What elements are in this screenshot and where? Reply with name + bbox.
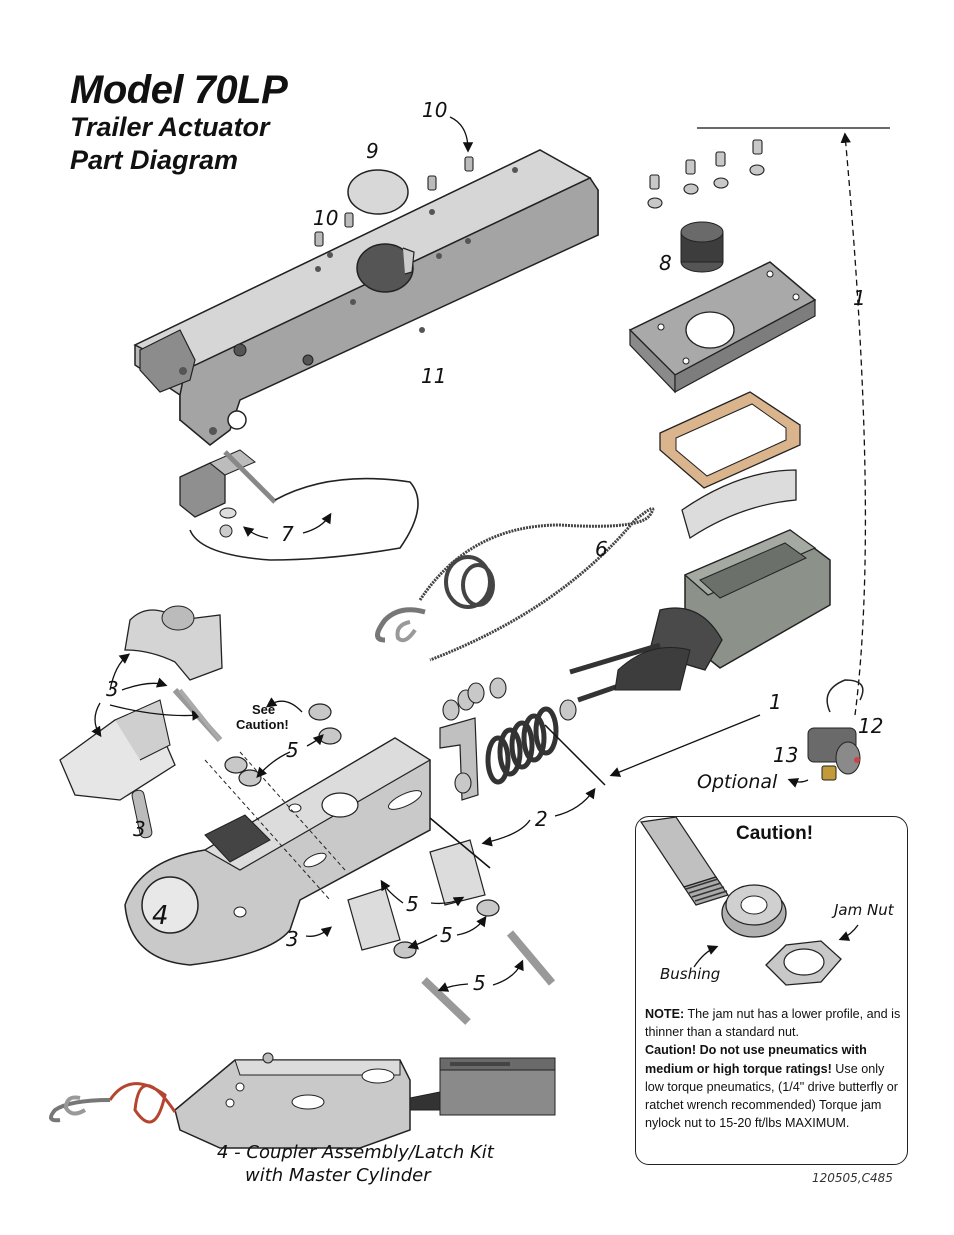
coupler-body-part-4 (124, 737, 432, 966)
callout-10-top: 10 (422, 98, 447, 122)
callout-5-a: 5 (286, 738, 299, 762)
page-subtitle-line1: Trailer Actuator (70, 112, 270, 142)
screws-part-10 (314, 156, 474, 247)
coupler-caption-line2: with Master Cylinder (245, 1165, 431, 1186)
jam-nut-label: Jam Nut (834, 901, 894, 919)
bushing-label: Bushing (660, 965, 721, 983)
actuator-housing-part-11 (133, 149, 599, 446)
caution-title: Caution! (736, 823, 814, 844)
solenoid-parts-12-13 (807, 679, 864, 781)
see-caution-line2: Caution! (236, 717, 289, 732)
note-label: NOTE: (645, 1007, 685, 1021)
mounting-plate (628, 261, 817, 394)
latch-parts-part-3 (59, 605, 223, 839)
coupler-caption-line1: 4 - Coupler Assembly/Latch Kit (217, 1142, 494, 1163)
master-cylinder (569, 529, 831, 703)
callout-1-top: 1 (853, 286, 866, 310)
callout-2: 2 (535, 807, 548, 831)
document-code: 120505,C485 (812, 1171, 893, 1185)
warning-text: Use only low torque pneumatics, (1/4" dr… (645, 1061, 898, 1131)
gasket (659, 391, 801, 489)
optional-label: Optional (697, 771, 778, 793)
callout-5-c: 5 (440, 923, 453, 947)
callout-13: 13 (773, 743, 798, 767)
callout-9: 9 (366, 139, 379, 163)
callout-10-left: 10 (313, 206, 338, 230)
jam-nut-icon (765, 940, 842, 986)
callout-5-b: 5 (406, 892, 419, 916)
jam-nut-illustration (639, 817, 859, 986)
page-title: Model 70LP (70, 68, 288, 112)
callout-11: 11 (421, 364, 446, 388)
callout-1-mid: 1 (769, 690, 782, 714)
callout-5-d: 5 (473, 971, 486, 995)
callout-3-top: 3 (106, 677, 119, 701)
coupler-assembly-latch-kit (49, 1052, 556, 1149)
callout-3-bottom: 3 (286, 927, 299, 951)
callout-12: 12 (858, 714, 883, 738)
caution-note: NOTE: The jam nut has a lower profile, a… (645, 1005, 903, 1132)
callout-3-mid: 3 (133, 817, 146, 841)
bushings-part-5 (178, 688, 556, 1025)
cap-part-9 (347, 169, 409, 215)
spring-assembly (439, 677, 577, 801)
reservoir-cap-part-8 (680, 221, 724, 273)
bolts-and-washers (647, 139, 765, 209)
breakaway-cable-part-6 (375, 507, 655, 662)
callout-4: 4 (152, 901, 169, 931)
caution-box: Caution! Jam Nut Bushing NOTE: The jam n… (635, 816, 908, 1165)
see-caution-line1: See (252, 702, 275, 717)
callout-7: 7 (281, 522, 294, 546)
page-subtitle-line2: Part Diagram (70, 145, 239, 175)
callout-8: 8 (659, 251, 672, 275)
note-text: The jam nut has a lower profile, and is … (645, 1007, 901, 1040)
breakaway-bracket-part-7 (179, 449, 419, 561)
callout-6: 6 (595, 537, 608, 561)
threaded-rod (639, 817, 729, 906)
splash-shield (681, 469, 797, 540)
bushing-icon (721, 884, 787, 938)
warning-bold: Caution! Do not use pneumatics with medi… (645, 1043, 867, 1076)
